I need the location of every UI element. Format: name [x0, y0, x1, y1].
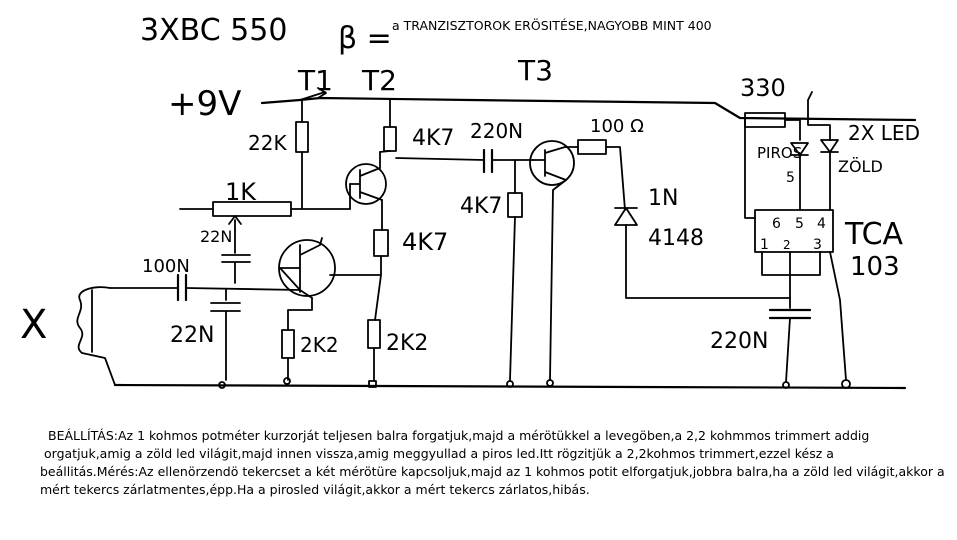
pot-wiper: [228, 215, 242, 231]
ic-pin-1: 1: [760, 237, 769, 253]
resistor-2k2-a: [281, 329, 295, 359]
wire-t2: [349, 151, 383, 231]
ic-pin-5: 5: [795, 216, 804, 232]
diode-1n4148: [614, 207, 638, 226]
label-100: 100 Ω: [590, 116, 644, 137]
resistor-330: [744, 112, 786, 128]
ic-pin-2: 2: [783, 238, 791, 252]
label-4k7-b: 4K7: [402, 228, 448, 256]
instructions-line-4: mért tekercs zárlatmentes,épp.Ha a piros…: [40, 482, 590, 497]
t2-label: T2: [361, 64, 397, 97]
label-220n-a: 220N: [470, 119, 523, 143]
probe-coil: [76, 286, 116, 386]
t3-symbol: [529, 140, 575, 186]
cap-220n-b: [768, 308, 812, 320]
t1-symbol: [278, 239, 336, 297]
title-3xbc550: 3XBC 550: [140, 13, 287, 48]
wire-220n-a: [395, 157, 534, 161]
beta-symbol: β =: [338, 21, 392, 56]
gnd-node-3: [368, 380, 377, 388]
instructions-line-2: orgatjuk,amig a zöld led világit,majd in…: [44, 446, 834, 461]
label-diode-1: 1N: [648, 186, 678, 211]
wire-t3: [549, 146, 579, 381]
ic-pin-4: 4: [817, 216, 826, 232]
led-green: [820, 139, 839, 153]
resistor-4k7-c: [507, 192, 523, 218]
resistor-22k: [295, 121, 309, 153]
label-diode-2: 4148: [648, 226, 704, 251]
gnd-node-4: [506, 380, 514, 388]
wire-4k7-b: [329, 255, 382, 321]
cap-100n: [176, 273, 188, 302]
label-220n-b: 220N: [710, 329, 768, 354]
label-22n-trim: 22N: [200, 227, 232, 246]
ic-pin-6: 6: [772, 216, 781, 232]
label-22k: 22K: [248, 131, 287, 155]
wire-right: [829, 251, 847, 381]
ic-tca103: [754, 209, 834, 253]
ic-pin-5b: 5: [786, 170, 795, 186]
wire-diode: [625, 224, 791, 299]
label-led-green: ZÖLD: [838, 157, 883, 176]
resistor-2k2-b: [367, 319, 381, 349]
wire-100n: [109, 287, 301, 291]
gnd-node-1: [218, 381, 226, 389]
label-2k2-b: 2K2: [386, 331, 428, 356]
label-leds: 2X LED: [848, 121, 920, 145]
beta-note: a TRANZISZTOROK ERÖSITÉSE,NAGYOBB MINT 4…: [392, 18, 712, 33]
wire-22n: [210, 289, 241, 381]
label-4k7-c: 4K7: [460, 194, 502, 219]
wire-trim: [221, 229, 251, 284]
wire-t1-e: [287, 297, 313, 331]
instructions-line-3: beállitás.Mérés:Az ellenörzendö tekercse…: [40, 464, 945, 479]
label-100n: 100N: [142, 256, 190, 277]
ic-number: 103: [850, 252, 900, 282]
label-1k: 1K: [225, 178, 257, 206]
wire-330: [784, 91, 831, 141]
resistor-4k7-a: [383, 126, 397, 152]
probe-label: X: [20, 302, 47, 348]
t1-label: T1: [297, 64, 333, 97]
supply-rail: [260, 96, 917, 122]
resistor-100: [577, 139, 607, 155]
wire-100: [605, 146, 626, 211]
label-22n: 22N: [170, 323, 214, 348]
t1-leads: [279, 237, 323, 299]
resistor-4k7-b: [373, 229, 389, 257]
ic-name: TCA: [844, 217, 904, 252]
t3-label: T3: [517, 54, 553, 87]
instructions-line-1: BEÁLLÍTÁS:Az 1 kohmos potméter kurzorját…: [48, 428, 870, 443]
wire-4k7-c: [509, 159, 516, 381]
wire-220n-b: [785, 317, 791, 383]
instructions-text: BEÁLLÍTÁS:Az 1 kohmos potméter kurzorját…: [40, 427, 945, 499]
supply-label: +9V: [168, 84, 241, 124]
t3-leads: [532, 146, 567, 181]
label-330: 330: [740, 74, 786, 102]
label-led-red: PIROS: [757, 144, 802, 162]
label-2k2-a: 2K2: [300, 333, 339, 357]
gnd-node-2: [283, 377, 291, 385]
wire-ic: [744, 117, 821, 309]
wire-4k7-a: [379, 99, 391, 153]
ic-pin-3: 3: [813, 237, 822, 253]
t2-leads: [349, 167, 383, 201]
cap-220n-a: [482, 148, 494, 174]
wire-leds: [799, 151, 831, 211]
t2-symbol: [345, 163, 387, 205]
switch-symbol: [299, 87, 327, 101]
label-4k7-a: 4K7: [412, 126, 454, 151]
